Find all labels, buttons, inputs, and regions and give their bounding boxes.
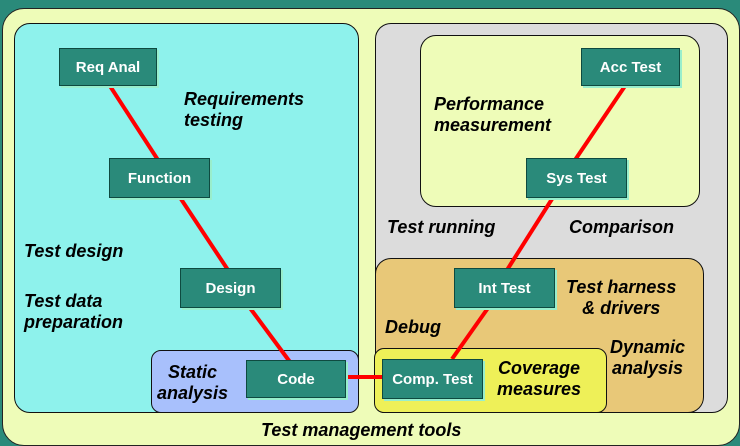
box-acc-test: Acc Test bbox=[581, 48, 680, 86]
label-test-data-preparation: Test data preparation bbox=[24, 291, 123, 333]
label-line: measurement bbox=[434, 115, 552, 135]
label-line: Static bbox=[168, 362, 218, 382]
label-line: Coverage bbox=[498, 358, 581, 378]
label-static-analysis: Static analysis bbox=[157, 362, 228, 404]
label-coverage-measures: Coverage measures bbox=[497, 358, 581, 400]
box-design: Design bbox=[180, 268, 281, 308]
label-performance-measurement: Performance measurement bbox=[434, 94, 551, 136]
connector-function-design bbox=[179, 197, 230, 272]
connector-inttest-systest bbox=[505, 197, 554, 272]
connector-design-code bbox=[248, 306, 292, 364]
label-line: & drivers bbox=[582, 298, 661, 318]
label-line: analysis bbox=[611, 358, 684, 378]
label-line: preparation bbox=[24, 312, 124, 332]
box-sys-test: Sys Test bbox=[526, 158, 627, 198]
static-testing-panel bbox=[14, 23, 359, 413]
box-code: Code bbox=[246, 360, 346, 398]
label-line: Requirements bbox=[184, 89, 305, 109]
box-comp-test: Comp. Test bbox=[382, 359, 483, 399]
label-debug: Debug bbox=[385, 317, 441, 337]
connector-comptest-inttest bbox=[450, 306, 490, 361]
label-test-management-tools: Test management tools bbox=[261, 420, 462, 440]
label-line: analysis bbox=[157, 383, 229, 403]
label-line: measures bbox=[497, 379, 582, 399]
label-line: Performance bbox=[434, 94, 545, 114]
box-req-anal: Req Anal bbox=[59, 48, 157, 86]
label-test-running: Test running bbox=[387, 217, 496, 237]
label-line: Test data bbox=[24, 291, 103, 311]
label-line: Dynamic bbox=[610, 337, 686, 357]
label-dynamic-analysis: Dynamic analysis bbox=[610, 337, 685, 379]
label-test-design: Test design bbox=[24, 241, 124, 261]
box-int-test: Int Test bbox=[454, 268, 555, 308]
connector-req-function bbox=[108, 84, 160, 162]
label-test-harness-drivers: Test harness & drivers bbox=[566, 277, 676, 319]
label-requirements-testing: Requirements testing bbox=[184, 89, 304, 131]
connector-systest-acctest bbox=[573, 84, 627, 162]
label-comparison: Comparison bbox=[569, 217, 675, 237]
label-line: testing bbox=[184, 110, 244, 130]
box-function: Function bbox=[109, 158, 210, 198]
label-line: Test harness bbox=[566, 277, 677, 297]
